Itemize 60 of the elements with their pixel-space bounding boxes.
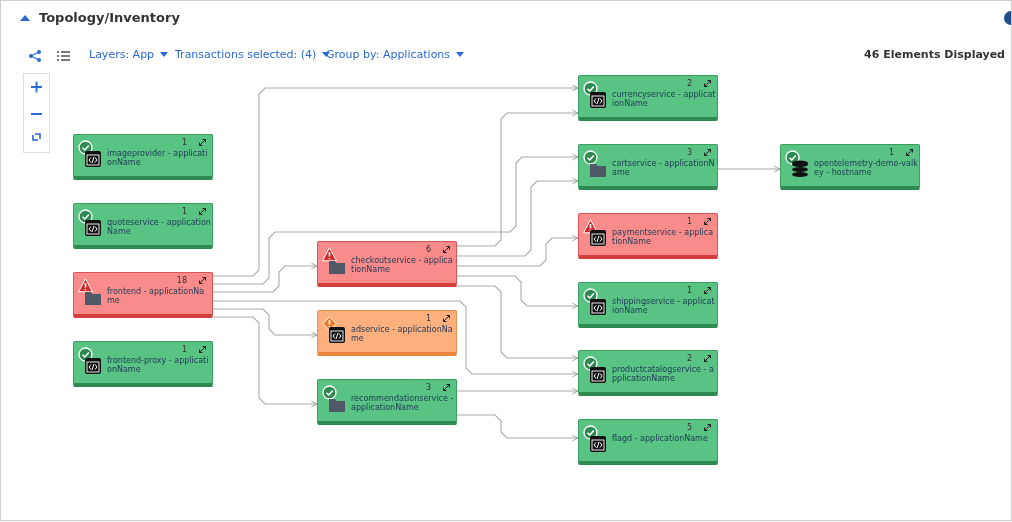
service-name: checkoutservice - applicationName [351, 256, 454, 274]
service-card [578, 144, 718, 190]
connector-arrow [456, 414, 579, 442]
instance-count: 1 [181, 345, 187, 354]
service-card [578, 350, 718, 396]
instance-count: 1 [888, 148, 894, 157]
instance-count: 5 [686, 423, 692, 432]
service-name: shippingservice - applicationName [612, 297, 716, 315]
instance-count: 1 [686, 286, 692, 295]
service-name: cartservice - applicationName [612, 159, 716, 177]
service-name: frontend-proxy - applicationName [107, 356, 210, 374]
instance-count: 18 [176, 276, 187, 285]
service-card [780, 144, 920, 190]
instance-count: 3 [686, 148, 692, 157]
instance-count: 1 [181, 138, 187, 147]
connector-arrow [456, 234, 579, 267]
connector-arrow [212, 84, 579, 277]
service-name: opentelemetry-demo-valkey - hostname [814, 159, 918, 177]
connector-arrow [212, 262, 318, 293]
service-card [317, 379, 457, 425]
service-card [578, 75, 718, 121]
connector-arrow [212, 316, 318, 408]
instance-count: 1 [686, 217, 692, 226]
instance-count: 3 [425, 383, 431, 392]
service-card [73, 341, 213, 387]
instance-count: 1 [425, 314, 431, 323]
service-card [73, 134, 213, 180]
service-name: currencyservice - applicationName [612, 90, 716, 108]
service-name: quoteservice - applicationName [107, 218, 211, 236]
connector-arrow [456, 177, 579, 257]
service-card [578, 213, 718, 259]
service-name: imageprovider - applicationName [107, 149, 209, 167]
connector-arrow [212, 153, 579, 285]
instance-count: 1 [181, 207, 187, 216]
panel-title: Topology/Inventory [39, 10, 180, 25]
service-card [73, 272, 213, 318]
connector-arrow [456, 285, 579, 362]
connector-arrow [456, 109, 579, 247]
service-name: productcatalogservice - applicationName [612, 365, 715, 383]
group-by-dropdown: Group by: Applications [326, 48, 465, 61]
service-card [578, 282, 718, 328]
connector-arrow [212, 308, 318, 339]
service-card [73, 203, 213, 249]
connector-arrow [456, 275, 579, 310]
layers-dropdown: Layers: App [89, 48, 169, 61]
service-card [317, 310, 457, 356]
instance-count: 2 [686, 354, 692, 363]
service-card [578, 419, 718, 465]
service-name: frontend - applicationName [107, 287, 206, 305]
elements-count: 46 Elements Displayed [864, 48, 1005, 61]
service-name: flagd - applicationName [612, 434, 709, 443]
connector-arrow [456, 387, 579, 395]
service-card [317, 241, 457, 287]
connector-arrow [717, 165, 781, 173]
service-name: paymentservice - applicationName [612, 228, 715, 246]
instance-count: 2 [686, 79, 692, 88]
instance-count: 6 [425, 245, 431, 254]
service-name: recommendationservice - applicationName [351, 394, 455, 412]
connector-arrow [212, 300, 579, 378]
service-name: adservice - applicationName [351, 325, 454, 343]
